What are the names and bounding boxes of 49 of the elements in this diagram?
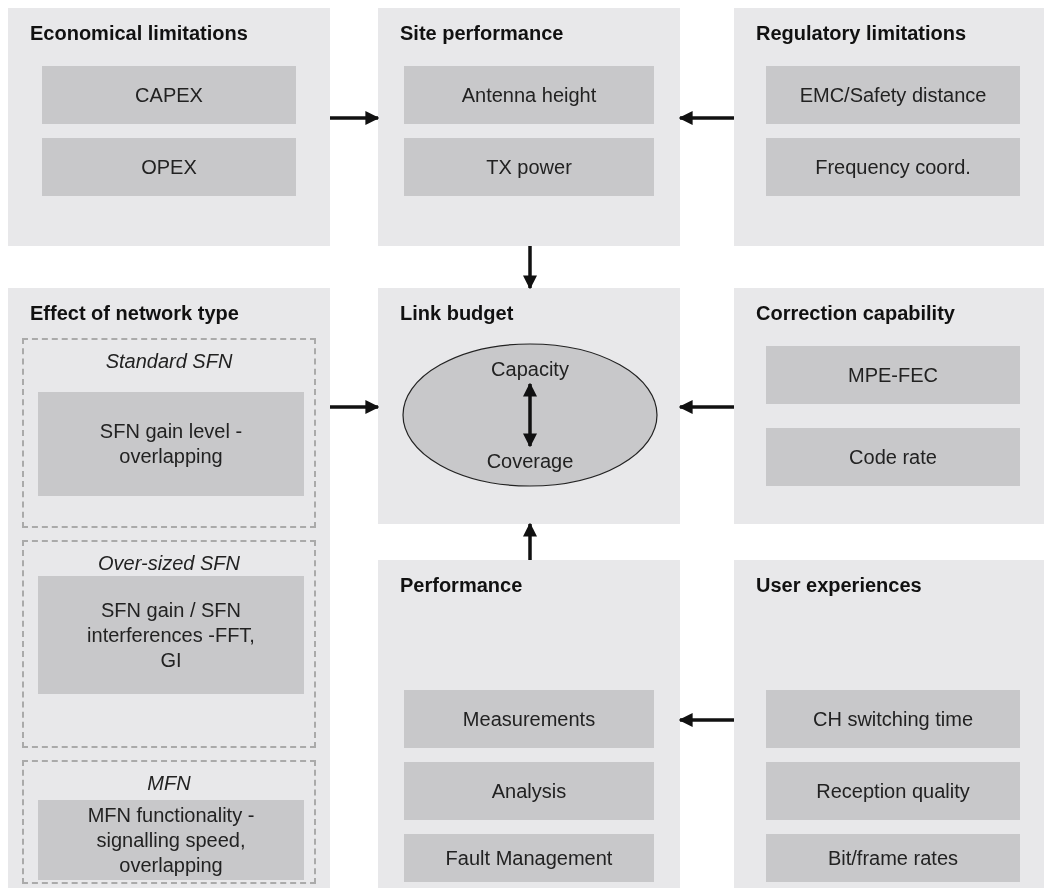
panel-heading: Regulatory limitations: [756, 22, 967, 45]
category-panel: [734, 288, 1044, 524]
arrow: [523, 382, 537, 448]
arrow: [330, 111, 380, 125]
factor-box: CAPEX: [42, 66, 296, 124]
ellipse-label: Coverage: [470, 446, 590, 476]
dashed-group: [22, 760, 316, 884]
arrow: [678, 400, 734, 414]
factor-box: SFN gain / SFN interferences -FFT, GI: [38, 576, 304, 694]
category-panel: [378, 8, 680, 246]
panel-heading: Site performance: [400, 22, 564, 45]
category-panel: [734, 560, 1044, 888]
factor-box: OPEX: [42, 138, 296, 196]
factor-box: MPE-FEC: [766, 346, 1020, 404]
category-panel: [8, 8, 330, 246]
factor-box: Frequency coord.: [766, 138, 1020, 196]
ellipse-label: Capacity: [470, 354, 590, 384]
factor-box: SFN gain level -overlapping: [38, 392, 304, 496]
factor-box: Code rate: [766, 428, 1020, 486]
dashed-group: [22, 338, 316, 528]
arrow: [523, 246, 537, 290]
group-label: MFN: [146, 772, 192, 795]
category-panel: [378, 288, 680, 524]
category-panel: [8, 288, 330, 888]
factor-box: Reception quality: [766, 762, 1020, 820]
factor-box: Bit/frame rates: [766, 834, 1020, 882]
panel-heading: Economical limitations: [30, 22, 248, 45]
group-label: Standard SFN: [104, 350, 234, 373]
category-panel: [378, 560, 680, 888]
category-panel: [734, 8, 1044, 246]
panel-heading: User experiences: [756, 574, 922, 597]
arrow: [523, 522, 537, 560]
factor-box: MFN functionality -signalling speed, overlapping: [38, 800, 304, 880]
factor-box: Analysis: [404, 762, 654, 820]
factor-box: EMC/Safety distance: [766, 66, 1020, 124]
factor-box: Measurements: [404, 690, 654, 748]
panel-heading: Correction capability: [756, 302, 955, 325]
factor-box: Antenna height: [404, 66, 654, 124]
dashed-group: [22, 540, 316, 748]
panel-heading: Link budget: [400, 302, 514, 325]
factor-box: CH switching time: [766, 690, 1020, 748]
panel-heading: Performance: [400, 574, 523, 597]
arrow: [678, 111, 734, 125]
arrow: [678, 713, 734, 727]
group-label: Over-sized SFN: [97, 552, 241, 575]
panel-heading: Effect of network type: [30, 302, 239, 325]
factor-box: TX power: [404, 138, 654, 196]
arrow: [330, 400, 380, 414]
factor-box: Fault Management: [404, 834, 654, 882]
